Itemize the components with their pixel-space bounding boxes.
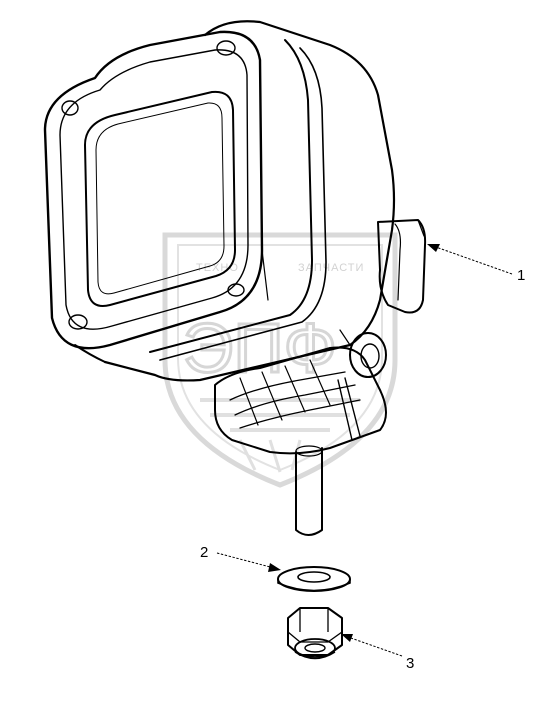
watermark: ТЕХНО ЗАПЧАСТИ ЭПФ bbox=[162, 232, 398, 488]
lamp-lens bbox=[84, 90, 236, 307]
leader-line-1 bbox=[432, 245, 513, 275]
watermark-shield bbox=[162, 232, 398, 488]
callout-1: 1 bbox=[517, 267, 525, 284]
washer bbox=[277, 566, 351, 592]
mount-foot bbox=[214, 346, 387, 455]
nut bbox=[287, 607, 343, 660]
leader-line-3 bbox=[347, 636, 403, 657]
lamp-front-bezel bbox=[43, 30, 264, 350]
bracket-clip bbox=[377, 219, 427, 314]
callout-2: 2 bbox=[200, 544, 208, 561]
leader-line-2 bbox=[216, 552, 275, 569]
mount-stud bbox=[295, 447, 323, 536]
watermark-mid-text: ЗАПЧАСТИ bbox=[298, 262, 364, 274]
leader-arrow-3 bbox=[341, 634, 353, 642]
callout-3: 3 bbox=[406, 655, 414, 672]
leader-arrow-1 bbox=[427, 244, 440, 252]
lamp-rear-body bbox=[103, 20, 396, 382]
leader-arrow-2 bbox=[268, 563, 281, 572]
leader-lines bbox=[216, 244, 513, 657]
work-lamp bbox=[43, 20, 427, 536]
callouts: 1 2 3 bbox=[200, 267, 525, 672]
